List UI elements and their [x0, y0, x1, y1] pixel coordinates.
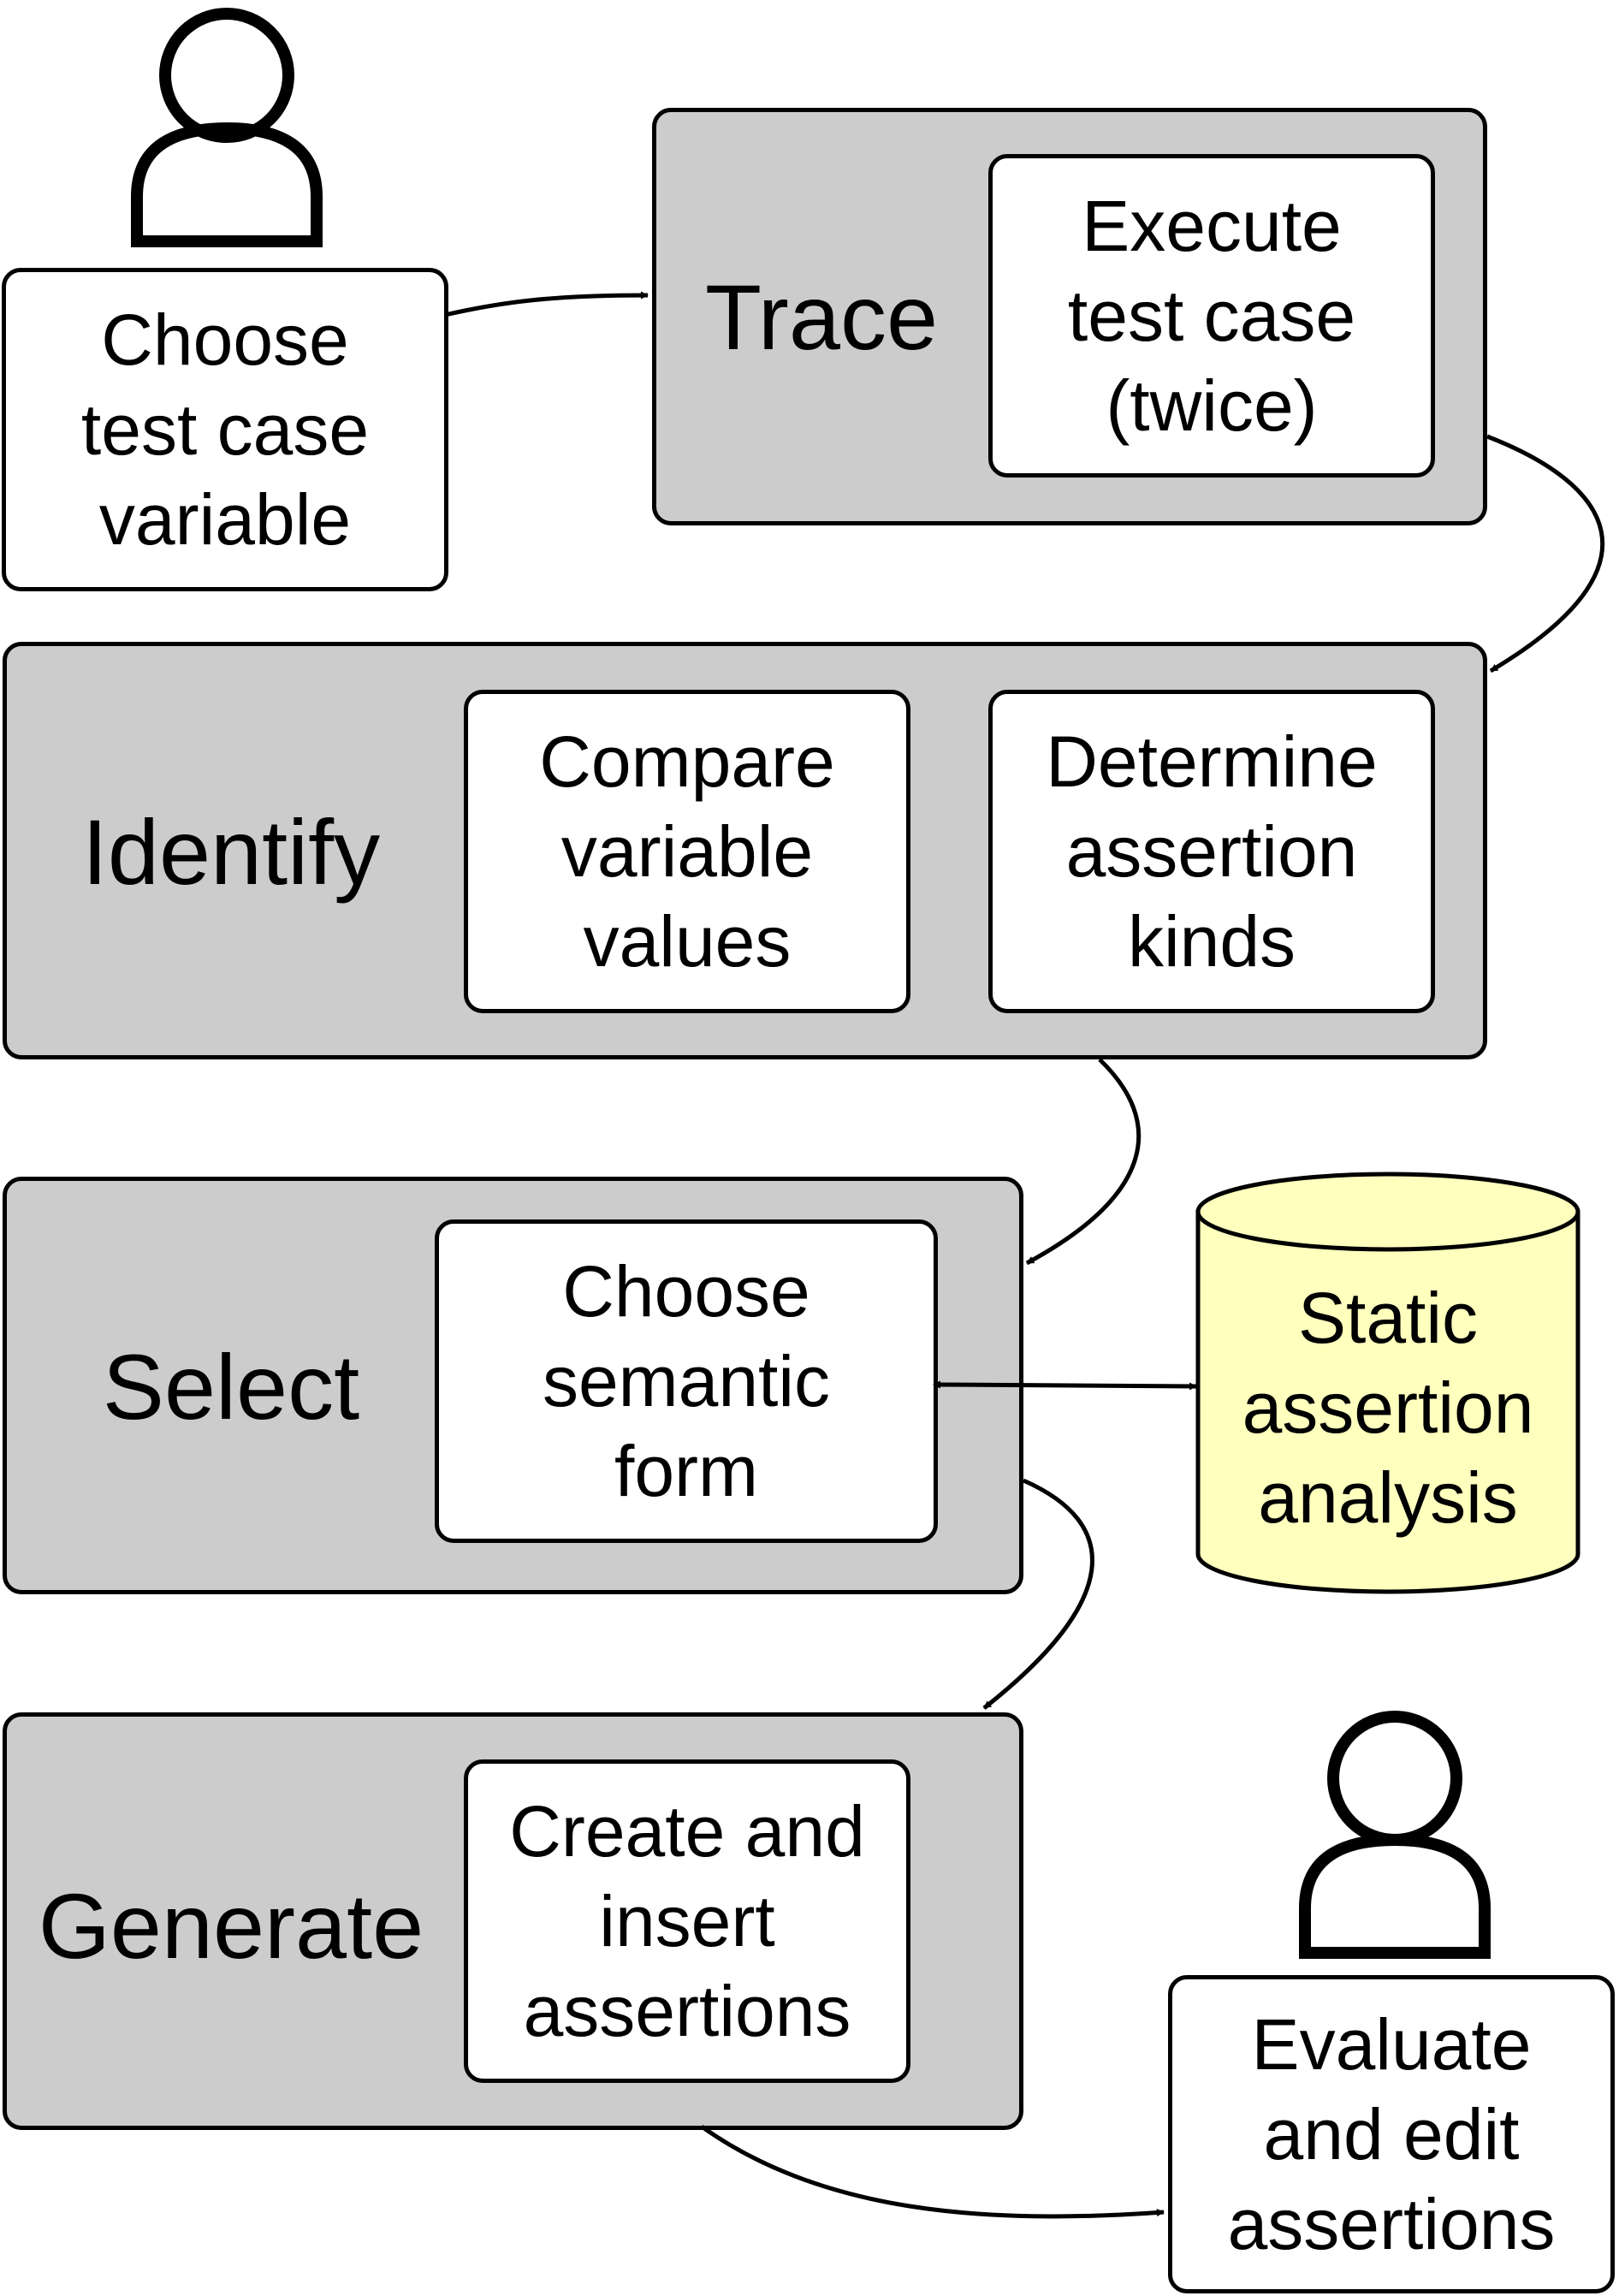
step-execute-test-case: Execute test case (twice): [988, 154, 1435, 478]
stage-label-generate: Generate: [38, 1873, 424, 1978]
step-create-insert-assertions: Create and insert assertions: [464, 1759, 910, 2083]
arrow-trace-to-identify: [1486, 434, 1605, 673]
arrow-generate-to-evaluate: [700, 2124, 1165, 2219]
arrow-select-database-bidirectional: [932, 1380, 1197, 1391]
arrow-choose-to-trace: [444, 291, 649, 317]
step-compare-variable-values: Compare variable values: [464, 690, 910, 1013]
step-determine-assertion-kinds: Determine assertion kinds: [988, 690, 1435, 1013]
user-evaluate-edit-assertions: Evaluate and edit assertions: [1168, 1975, 1615, 2293]
stage-label-identify: Identify: [81, 799, 381, 904]
arrow-select-to-generate: [982, 1478, 1094, 1710]
step-choose-semantic-form: Choose semantic form: [435, 1219, 938, 1543]
database-label: Static assertion analysis: [1242, 1277, 1534, 1538]
stage-label-trace: Trace: [704, 264, 939, 369]
arrow-identify-to-select: [1025, 1058, 1142, 1266]
person-icon-end: [1299, 1711, 1491, 1959]
database-cylinder-icon: [1195, 1172, 1580, 1594]
person-icon-start: [131, 8, 323, 247]
stage-label-select: Select: [102, 1334, 360, 1439]
user-choose-test-case-variable: Choose test case variable: [2, 268, 448, 591]
